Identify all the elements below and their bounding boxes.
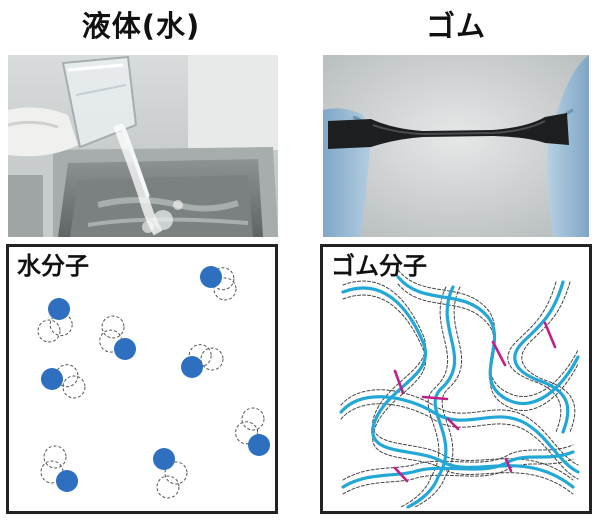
oxygen-atom bbox=[248, 434, 270, 456]
hydrogen-outline bbox=[211, 267, 235, 291]
hydrogen-outline bbox=[156, 475, 180, 499]
hydrogen-outline bbox=[62, 375, 86, 399]
hydrogen-outline bbox=[213, 277, 237, 301]
oxygen-atom bbox=[56, 470, 78, 492]
water-molecule bbox=[235, 407, 270, 456]
hydrogen-outline bbox=[164, 461, 188, 485]
hydrogen-outline bbox=[200, 347, 224, 371]
liquid-water-title: 液体(水) bbox=[81, 9, 201, 43]
water-molecule bbox=[153, 448, 188, 499]
rubber-molecules-label: ゴム分子 bbox=[331, 252, 427, 280]
rubber-title: ゴム bbox=[425, 9, 486, 43]
water-molecules-label: 水分子 bbox=[17, 252, 89, 280]
crosslink bbox=[446, 417, 460, 431]
water-molecule bbox=[37, 298, 73, 343]
crosslink bbox=[504, 457, 513, 473]
water-molecule bbox=[181, 344, 224, 378]
polymer-chain bbox=[341, 450, 575, 489]
polymer-chain bbox=[339, 395, 580, 474]
water-molecules-panel: 水分子 bbox=[6, 244, 278, 514]
water-pouring-photo bbox=[8, 55, 278, 237]
water-molecule bbox=[200, 266, 237, 301]
oxygen-atom bbox=[200, 266, 222, 288]
crosslink bbox=[543, 321, 557, 349]
polymer-chain bbox=[513, 280, 570, 434]
crosslink bbox=[393, 369, 405, 395]
polymer-chain bbox=[341, 286, 575, 489]
hydrogen-outline bbox=[43, 445, 67, 469]
oxygen-atom bbox=[181, 356, 203, 378]
oxygen-atom bbox=[48, 298, 70, 320]
oxygen-atom bbox=[114, 338, 136, 360]
polymer-chains bbox=[339, 275, 580, 509]
hydrogen-outline bbox=[37, 319, 61, 343]
polymer-chain bbox=[406, 285, 457, 509]
oxygen-atom bbox=[153, 448, 175, 470]
polymer-chain bbox=[396, 275, 580, 405]
crosslink bbox=[491, 340, 507, 367]
water-molecules-diagram bbox=[37, 266, 270, 499]
rubber-molecules-diagram bbox=[339, 269, 580, 509]
oxygen-atom bbox=[41, 368, 63, 390]
hydrogen-outline bbox=[101, 315, 125, 339]
crosslinks bbox=[393, 321, 557, 483]
water-molecule bbox=[40, 445, 78, 492]
crosslink bbox=[393, 466, 409, 483]
water-molecule bbox=[41, 364, 86, 399]
water-molecule bbox=[99, 315, 136, 360]
hydrogen-outline bbox=[55, 364, 79, 388]
crosslink bbox=[421, 395, 449, 401]
hydrogen-outline bbox=[241, 407, 265, 431]
rubber-molecules-panel: ゴム分子 bbox=[320, 244, 592, 514]
stretched-rubber-photo bbox=[323, 55, 589, 237]
